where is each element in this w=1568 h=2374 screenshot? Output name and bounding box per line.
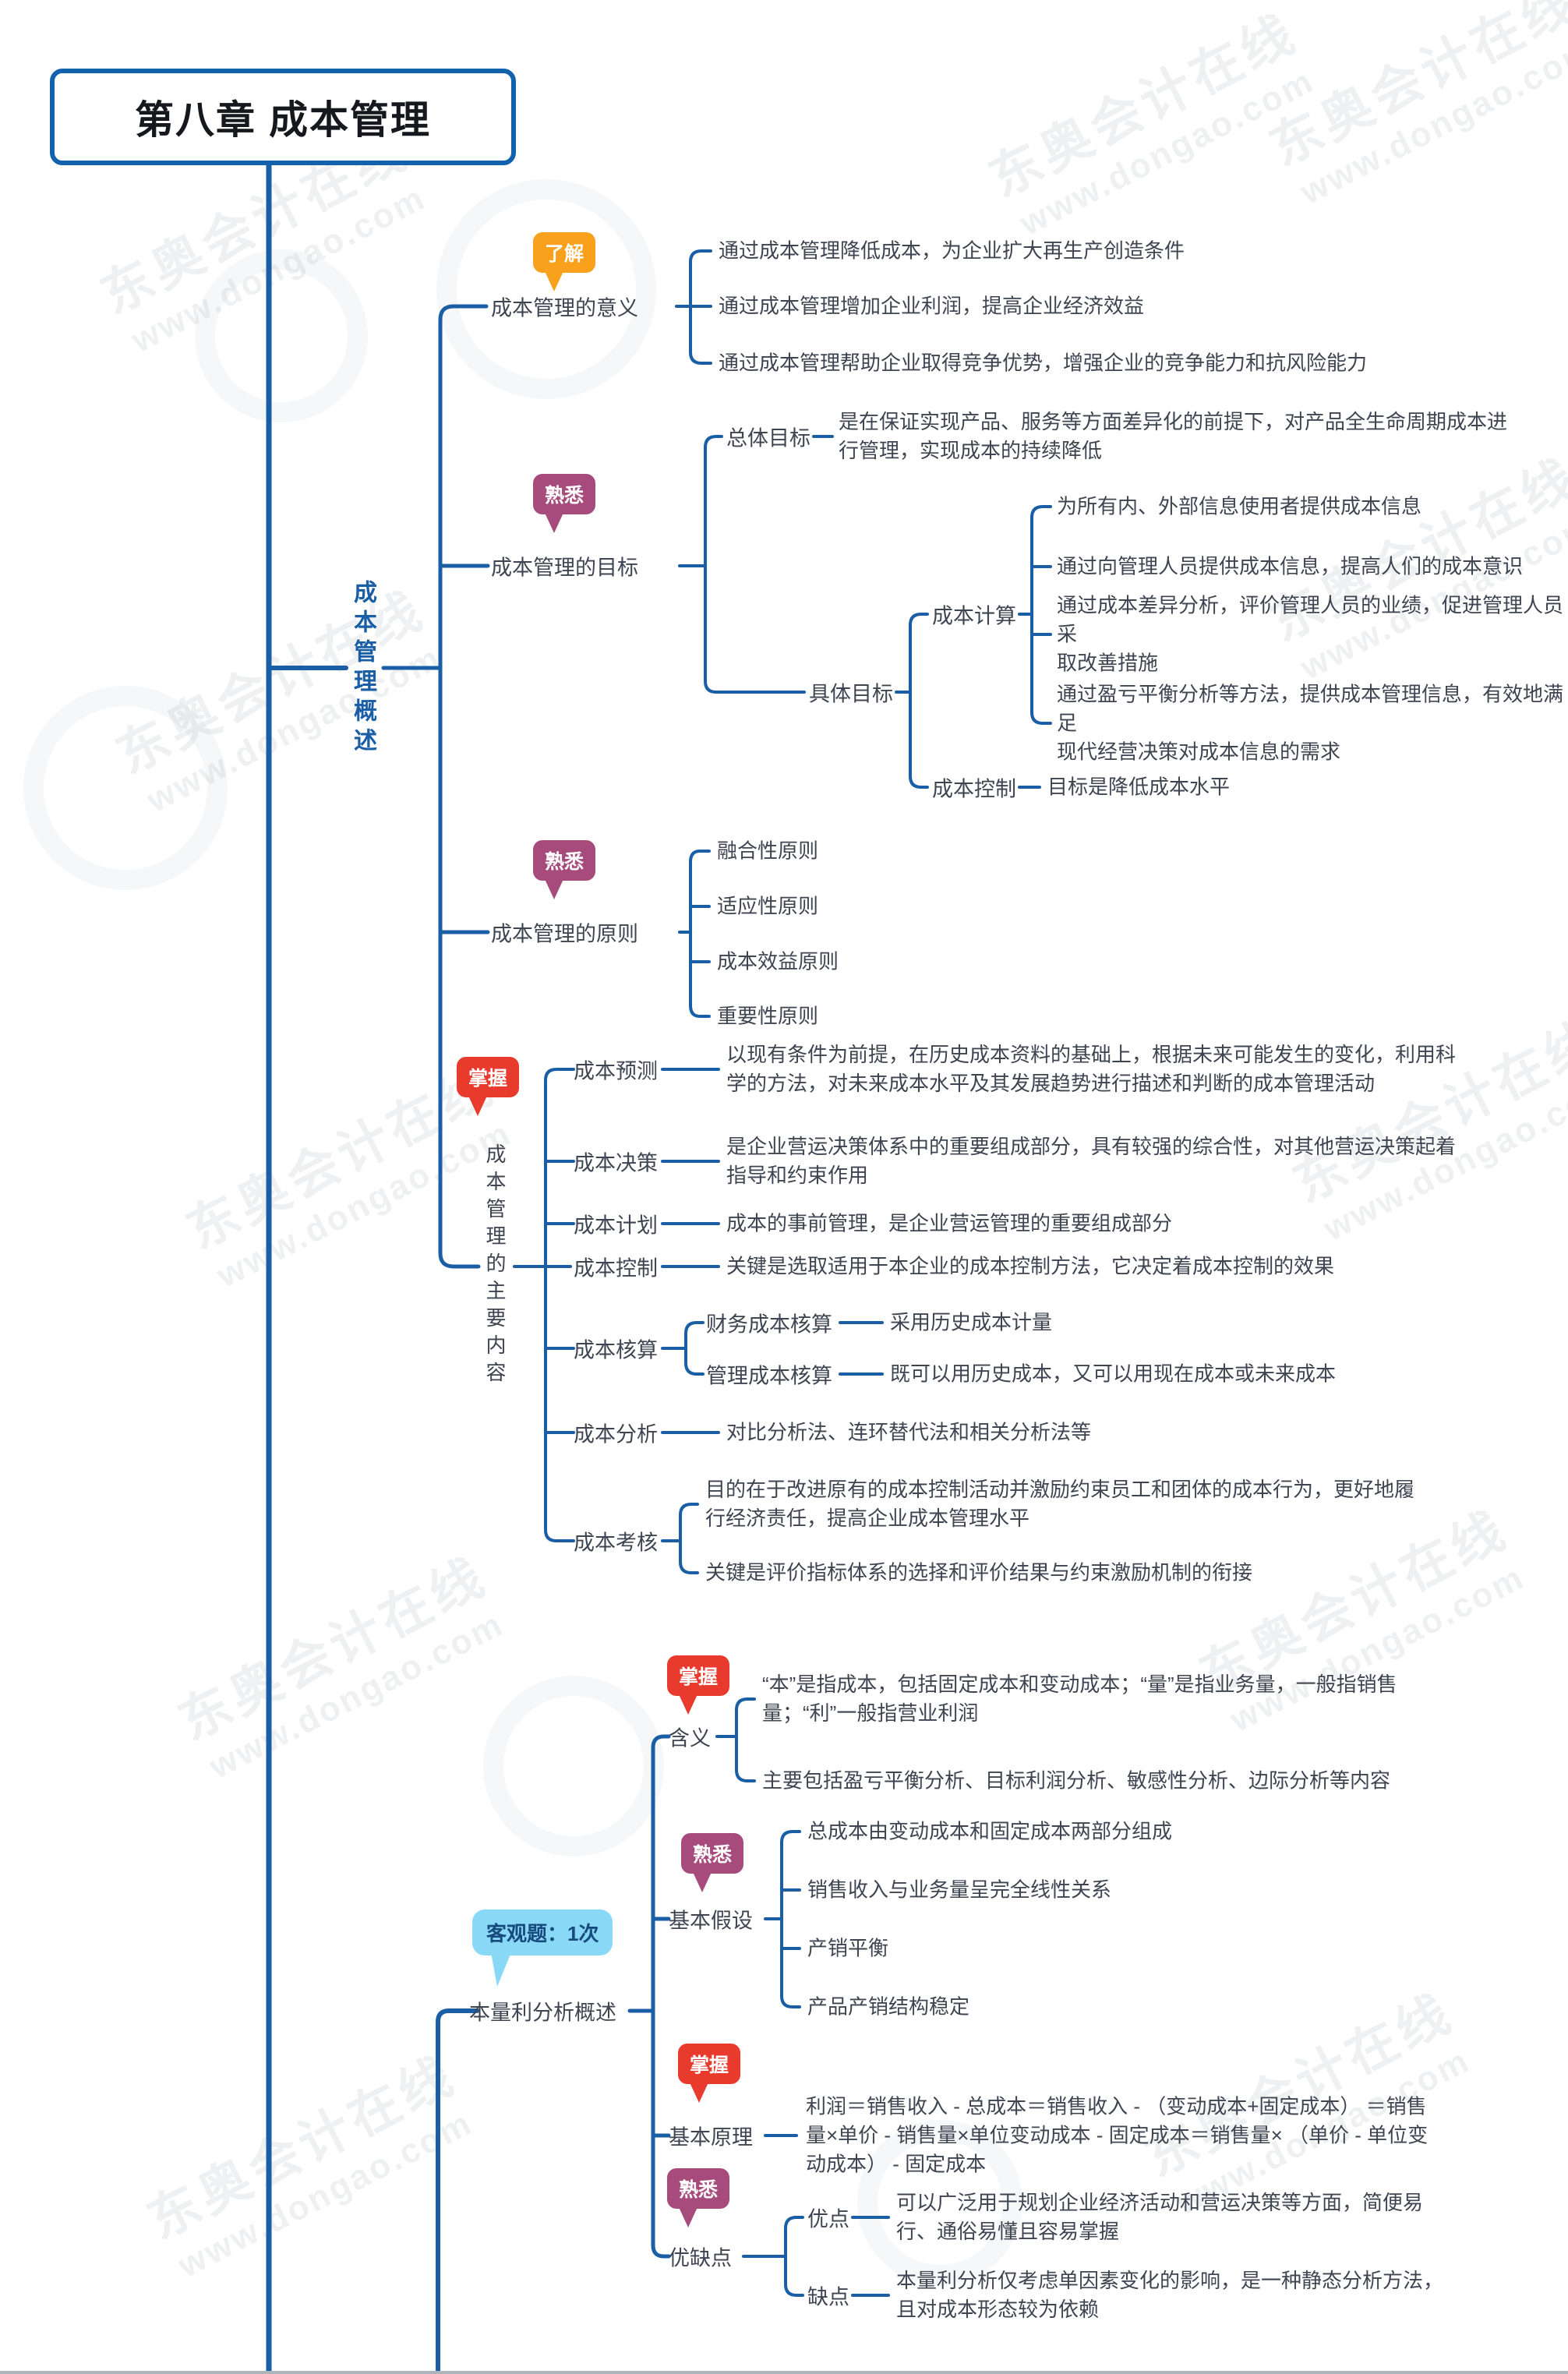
node-pros-cons-label[interactable]: 优缺点 — [669, 2246, 732, 2270]
badge-shuxi[interactable]: 熟悉 — [533, 840, 596, 899]
badge-zhangwo[interactable]: 掌握 — [667, 1655, 730, 1715]
meaning-item[interactable]: 主要包括盈亏平衡分析、目标利润分析、敏感性分析、边际分析等内容 — [762, 1768, 1391, 1793]
node-goal-label[interactable]: 成本管理的目标 — [491, 556, 638, 580]
principle-item[interactable]: 适应性原则 — [717, 894, 819, 918]
cost-control-text[interactable]: 关键是选取适用于本企业的成本控制方法，它决定着成本控制的效果 — [726, 1254, 1335, 1278]
financial-accounting-text[interactable]: 采用历史成本计量 — [890, 1310, 1053, 1334]
node-meaning-label[interactable]: 含义 — [669, 1726, 711, 1750]
node-cost-assessment-label[interactable]: 成本考核 — [574, 1531, 658, 1555]
significance-item[interactable]: 通过成本管理增加企业利润，提高企业经济效益 — [719, 294, 1145, 318]
cost-decision-text[interactable]: 是企业营运决策体系中的重要组成部分，具有较强的综合性，对其他营运决策起着 指导和… — [726, 1135, 1457, 1187]
node-main-contents-label[interactable]: 成本管理的主要内容 — [483, 1143, 507, 1389]
cost-assessment-item[interactable]: 关键是评价指标体系的选择和评价结果与约束激励机制的衔接 — [705, 1560, 1253, 1584]
assumption-item[interactable]: 销售收入与业务量呈完全线性关系 — [807, 1878, 1112, 1902]
cost-analysis-text[interactable]: 对比分析法、连环替代法和相关分析法等 — [726, 1420, 1092, 1444]
cons-text[interactable]: 本量利分析仅考虑单因素变化的影响，是一种静态分析方法， 且对成本形态较为依赖 — [896, 2269, 1444, 2321]
badge-shuxi[interactable]: 熟悉 — [533, 474, 596, 533]
cost-calculation-item[interactable]: 通过向管理人员提供成本信息，提高人们的成本意识 — [1057, 554, 1524, 578]
node-cost-analysis-label[interactable]: 成本分析 — [574, 1422, 658, 1447]
basic-principle-formula[interactable]: 利润＝销售收入 - 总成本＝销售收入 - （变动成本+固定成本） ＝销售 量×单… — [806, 2094, 1429, 2176]
significance-item[interactable]: 通过成本管理降低成本，为企业扩大再生产创造条件 — [719, 238, 1185, 263]
branch-cost-management-overview[interactable]: 成本管理概述 — [350, 580, 376, 758]
principle-item[interactable]: 融合性原则 — [717, 839, 819, 863]
node-management-accounting-label[interactable]: 管理成本核算 — [706, 1364, 832, 1388]
node-cost-plan-label[interactable]: 成本计划 — [574, 1213, 658, 1238]
badge-liaojie[interactable]: 了解 — [533, 232, 596, 291]
branch-cvp-analysis-overview[interactable]: 本量利分析概述 — [469, 2001, 616, 2025]
node-cost-forecast-label[interactable]: 成本预测 — [574, 1059, 658, 1083]
node-principles-label[interactable]: 成本管理的原则 — [491, 922, 638, 946]
cost-calculation-item[interactable]: 为所有内、外部信息使用者提供成本信息 — [1057, 494, 1422, 518]
assumption-item[interactable]: 产销平衡 — [807, 1936, 889, 1960]
cost-plan-text[interactable]: 成本的事前管理，是企业营运管理的重要组成部分 — [726, 1211, 1173, 1235]
badge-shuxi[interactable]: 熟悉 — [667, 2168, 730, 2227]
badge-zhangwo[interactable]: 掌握 — [678, 2044, 741, 2103]
node-pros-label[interactable]: 优点 — [807, 2207, 849, 2231]
node-overall-goal-label[interactable]: 总体目标 — [726, 426, 810, 450]
principle-item[interactable]: 重要性原则 — [717, 1004, 819, 1028]
meaning-item[interactable]: “本”是指成本，包括固定成本和变动成本；“量”是指业务量，一般指销售 量；“利”… — [762, 1673, 1397, 1725]
principle-item[interactable]: 成本效益原则 — [717, 949, 839, 973]
overall-goal-text[interactable]: 是在保证实现产品、服务等方面差异化的前提下，对产品全生命周期成本进 行管理，实现… — [839, 410, 1508, 462]
cost-calculation-item[interactable]: 通过成本差异分析，评价管理人员的业绩，促进管理人员采 取改善措施 — [1057, 593, 1564, 675]
node-basic-principle-label[interactable]: 基本原理 — [669, 2125, 753, 2150]
badge-zhangwo[interactable]: 掌握 — [457, 1057, 520, 1116]
cost-assessment-item[interactable]: 目的在于改进原有的成本控制活动并激励约束员工和团体的成本行为，更好地履 行经济责… — [705, 1478, 1415, 1530]
assumption-item[interactable]: 总成本由变动成本和固定成本两部分组成 — [807, 1819, 1173, 1843]
cost-calculation-item[interactable]: 通过盈亏平衡分析等方法，提供成本管理信息，有效地满足 现代经营决策对成本信息的需… — [1057, 682, 1564, 764]
node-significance-label[interactable]: 成本管理的意义 — [491, 296, 638, 320]
cost-forecast-text[interactable]: 以现有条件为前提，在历史成本资料的基础上，根据未来可能发生的变化，利用科 学的方… — [726, 1043, 1457, 1095]
badge-shuxi[interactable]: 熟悉 — [681, 1833, 744, 1892]
node-cost-control-goal-label[interactable]: 成本控制 — [932, 777, 1016, 801]
chapter-title[interactable]: 第八章 成本管理 — [50, 69, 516, 165]
node-cost-accounting-label[interactable]: 成本核算 — [574, 1338, 658, 1362]
node-cons-label[interactable]: 缺点 — [807, 2285, 849, 2309]
significance-item[interactable]: 通过成本管理帮助企业取得竞争优势，增强企业的竞争能力和抗风险能力 — [719, 351, 1368, 375]
node-cost-control-label[interactable]: 成本控制 — [574, 1256, 658, 1281]
node-specific-goal-label[interactable]: 具体目标 — [809, 682, 893, 706]
node-cost-calculation-label[interactable]: 成本计算 — [932, 604, 1016, 628]
node-financial-accounting-label[interactable]: 财务成本核算 — [706, 1312, 832, 1337]
node-cost-decision-label[interactable]: 成本决策 — [574, 1151, 658, 1175]
management-accounting-text[interactable]: 既可以用历史成本，又可以用现在成本或未来成本 — [890, 1362, 1337, 1386]
node-basic-assumptions-label[interactable]: 基本假设 — [669, 1909, 753, 1933]
cost-control-goal-text[interactable]: 目标是降低成本水平 — [1047, 775, 1231, 799]
pros-text[interactable]: 可以广泛用于规划企业经济活动和营运决策等方面，简便易 行、通俗易懂且容易掌握 — [896, 2191, 1424, 2243]
assumption-item[interactable]: 产品产销结构稳定 — [807, 1994, 970, 2019]
exam-frequency-callout[interactable]: 客观题：1次 — [472, 1909, 613, 1987]
